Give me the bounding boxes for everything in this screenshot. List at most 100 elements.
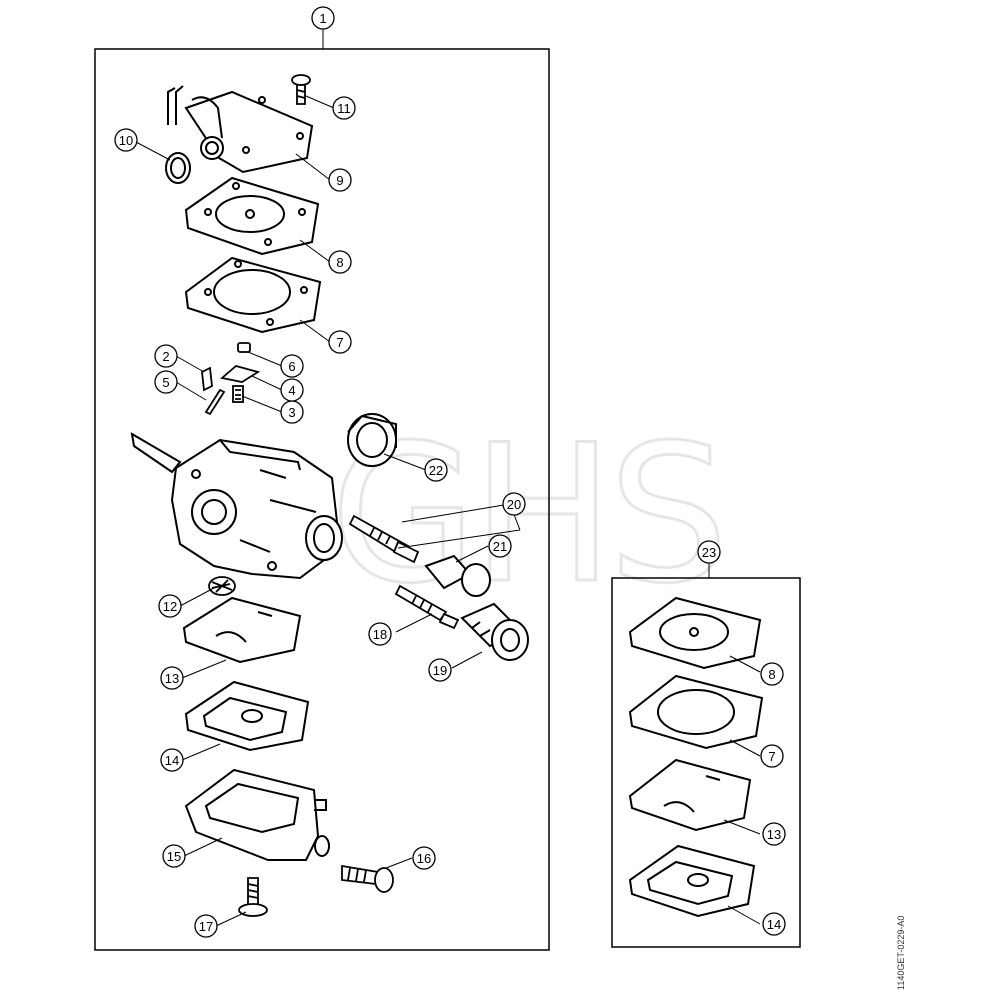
- callout-label: 14: [165, 753, 179, 768]
- callout-circle: [428, 658, 452, 682]
- callout-circle: [114, 128, 138, 152]
- callout-label: 4: [288, 383, 295, 398]
- part-body-carburetor: [130, 432, 343, 580]
- callout-label: 13: [767, 827, 781, 842]
- callout-label: 11: [337, 101, 351, 116]
- callout-label: 10: [119, 133, 133, 148]
- callout-circle: [160, 748, 184, 772]
- callout-circle: [158, 594, 182, 618]
- callout-label: 3: [288, 405, 295, 420]
- drawing-code: 1140GET-0229-A0: [896, 915, 906, 990]
- callout-c22: 22: [424, 458, 448, 482]
- callout-circle: [762, 912, 786, 936]
- callout-c19: 19: [428, 658, 452, 682]
- callout-c20: 20: [502, 492, 526, 516]
- part-16-screw: [341, 864, 394, 893]
- callout-label: 17: [199, 919, 213, 934]
- callout-label: 12: [163, 599, 177, 614]
- callout-c17: 17: [194, 914, 218, 938]
- part-21-limiter: [424, 554, 491, 597]
- callout-circle: [760, 744, 784, 768]
- callout-c12: 12: [158, 594, 182, 618]
- callout-label: 15: [167, 849, 181, 864]
- callout-label: 6: [288, 359, 295, 374]
- part-9-pump-cover: [167, 85, 314, 174]
- callout-circle: [328, 330, 352, 354]
- part-17-bolt: [238, 877, 268, 917]
- callout-c3: 3: [280, 400, 304, 424]
- callout-circle: [154, 370, 178, 394]
- callout-label: 22: [429, 463, 443, 478]
- callout-circle: [332, 96, 356, 120]
- leader-lines: [135, 95, 761, 927]
- callout-circle: [697, 540, 721, 564]
- part-13-plate: [182, 596, 302, 664]
- callout-c21: 21: [488, 534, 512, 558]
- kit-part-7-gasket: [628, 674, 764, 750]
- callout-c15: 15: [162, 844, 186, 868]
- callout-label: 23: [702, 545, 716, 560]
- callout-c1: 1: [311, 6, 335, 30]
- kit-frame: [611, 577, 801, 948]
- callout-c5: 5: [154, 370, 178, 394]
- callout-c10: 10: [114, 128, 138, 152]
- callout-c6: 6: [280, 354, 304, 378]
- part-12-screen: [208, 576, 236, 596]
- callout-circle: [412, 846, 436, 870]
- callout-c23: 23: [697, 540, 721, 564]
- callout-k7: 7: [760, 744, 784, 768]
- callout-c11: 11: [332, 96, 356, 120]
- callout-circle: [488, 534, 512, 558]
- callout-circle: [328, 168, 352, 192]
- part-11-screw: [291, 74, 311, 105]
- callout-c14: 14: [160, 748, 184, 772]
- callout-c9: 9: [328, 168, 352, 192]
- callout-label: 18: [373, 627, 387, 642]
- part-18-needle: [394, 584, 460, 630]
- callout-circle: [502, 492, 526, 516]
- callout-circle: [162, 844, 186, 868]
- part-22-valve: [347, 413, 397, 467]
- callout-label: 9: [336, 173, 343, 188]
- main-assembly-frame: [94, 48, 550, 951]
- callout-circle: [760, 662, 784, 686]
- part-20-screw-set: [348, 514, 420, 564]
- callout-label: 13: [165, 671, 179, 686]
- callout-circle: [154, 344, 178, 368]
- part-7-gasket: [184, 256, 322, 334]
- callout-c2: 2: [154, 344, 178, 368]
- callout-circle: [311, 6, 335, 30]
- part-8-diaphragm: [184, 176, 320, 256]
- callout-label: 8: [336, 255, 343, 270]
- callout-circle: [368, 622, 392, 646]
- kit-part-8-diaphragm: [628, 596, 762, 670]
- callout-label: 21: [493, 539, 507, 554]
- part-19-cap: [460, 602, 529, 661]
- callout-label: 5: [162, 375, 169, 390]
- callout-circle: [280, 378, 304, 402]
- part-15-cover: [184, 768, 330, 861]
- callout-c16: 16: [412, 846, 436, 870]
- callout-label: 7: [336, 335, 343, 350]
- callout-c8: 8: [328, 250, 352, 274]
- callout-k8: 8: [760, 662, 784, 686]
- parts-2-to-6-needle-set: [201, 342, 261, 416]
- callout-circle: [280, 354, 304, 378]
- callout-label: 16: [417, 851, 431, 866]
- kit-part-13-plate: [628, 758, 752, 832]
- callout-circle: [160, 666, 184, 690]
- part-14-gasket: [184, 680, 310, 752]
- callout-c7: 7: [328, 330, 352, 354]
- callout-k14: 14: [762, 912, 786, 936]
- part-10-ring: [165, 152, 191, 184]
- callout-circle: [328, 250, 352, 274]
- callout-label: 8: [768, 667, 775, 682]
- callout-circle: [194, 914, 218, 938]
- callout-label: 2: [162, 349, 169, 364]
- callout-label: 7: [768, 749, 775, 764]
- callout-circle: [424, 458, 448, 482]
- callout-label: 19: [433, 663, 447, 678]
- callout-c13: 13: [160, 666, 184, 690]
